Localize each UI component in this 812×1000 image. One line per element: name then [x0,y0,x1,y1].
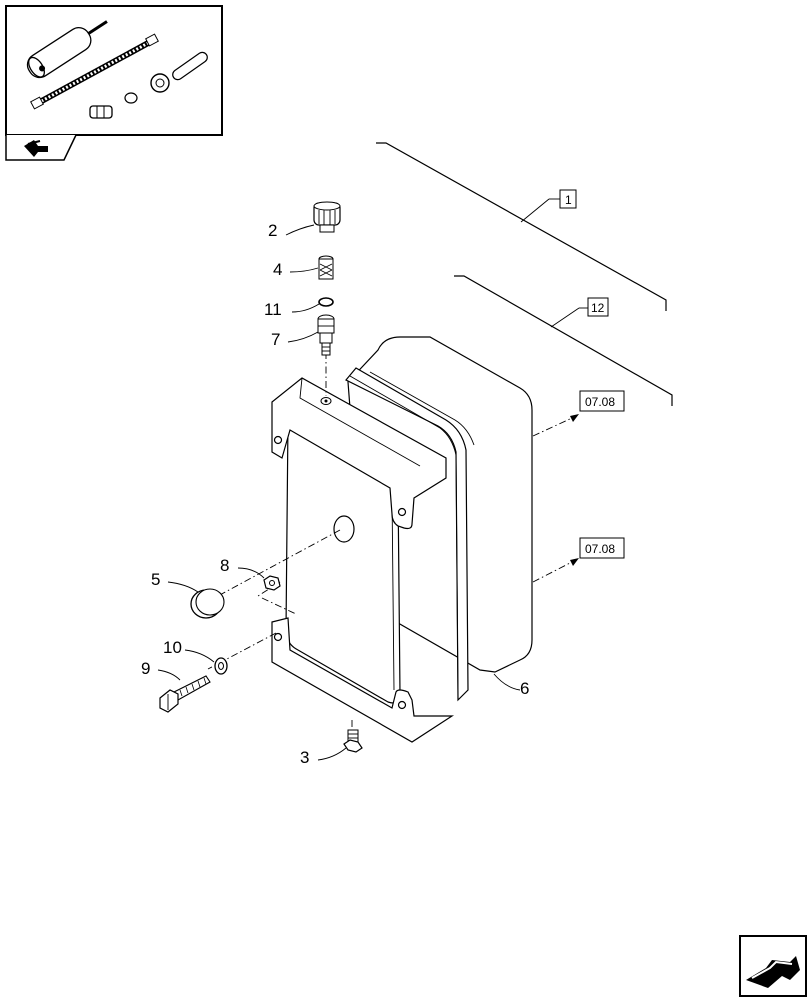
assembly-bracket-12 [454,275,673,406]
part-11-oring [318,297,334,307]
part-3-screw [343,729,363,753]
callout-9: 9 [141,659,150,678]
callout-6: 6 [520,679,529,698]
part-10-washer [214,657,228,675]
part-2-cap [313,201,341,233]
callout-box-1: 1 [559,189,577,209]
callout-7: 7 [271,330,280,349]
part-9-bolt [159,675,211,713]
back-arrow-icon[interactable] [5,134,77,161]
reference-box-mid[interactable]: 07.08 [579,537,625,559]
part-8-nut [263,575,281,591]
reference-box-top[interactable]: 07.08 [579,390,625,412]
mounting-bracket-bottom [271,617,455,743]
callout-2: 2 [268,221,277,240]
callout-10: 10 [163,638,182,657]
arrow-to-ref-top [570,414,579,422]
arrow-to-ref-mid [570,558,579,566]
svg-text:1: 1 [565,193,572,207]
mounting-bracket-top [271,377,447,530]
part-4-filter [318,255,334,280]
kit-thumbnail-icon[interactable] [5,5,223,136]
callout-8: 8 [220,556,229,575]
callout-3: 3 [300,748,309,767]
part-5-plug [190,588,225,619]
next-page-arrow-icon[interactable] [739,935,807,997]
svg-text:07.08: 07.08 [585,395,615,409]
svg-text:07.08: 07.08 [585,542,615,556]
callout-11: 11 [264,300,282,319]
tank-body [285,336,533,704]
callout-4: 4 [273,260,282,279]
svg-text:12: 12 [591,301,605,315]
assembly-bracket-1 [376,142,667,311]
leader-lines [157,224,521,761]
callout-5: 5 [151,570,160,589]
callout-box-12: 12 [587,297,609,317]
tank-port-hole [333,515,355,543]
part-7-valve [317,314,335,356]
